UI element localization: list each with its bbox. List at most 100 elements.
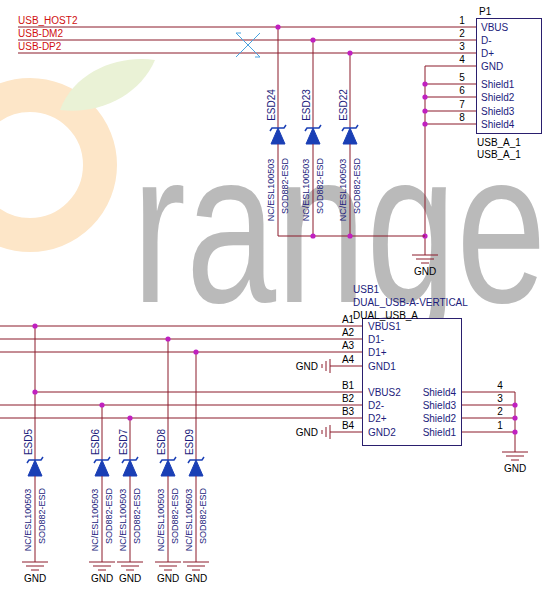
pin-name: VBUS — [481, 22, 508, 33]
junction-dot — [32, 323, 37, 328]
junction-dot — [422, 81, 427, 86]
pin-name: Shield2 — [481, 92, 514, 103]
wire — [462, 432, 515, 433]
ground-symbol — [93, 566, 111, 567]
net-label: GND — [119, 573, 141, 584]
ground-symbol — [192, 570, 200, 571]
wire — [278, 27, 279, 128]
tvs-diode-body — [28, 460, 42, 476]
wire — [102, 476, 103, 562]
wire — [425, 124, 476, 125]
net-label: GND — [185, 573, 207, 584]
pin-name: D- — [481, 35, 492, 46]
no-erc-mark — [236, 33, 260, 57]
wire — [0, 326, 362, 327]
part-value: SOD882-ESD — [37, 488, 47, 544]
ground-symbol — [117, 562, 143, 563]
logo-ring — [0, 95, 100, 235]
junction-dot — [127, 415, 132, 420]
pin-name: D2+ — [368, 413, 387, 424]
pin-name: GND1 — [368, 361, 396, 372]
wire — [168, 339, 169, 460]
designator: ESD24 — [266, 89, 277, 121]
wire — [278, 144, 279, 236]
ground-symbol — [421, 263, 429, 264]
pin-name: GND2 — [368, 427, 396, 438]
pin-number: 8 — [459, 112, 465, 123]
pin-name: USB1 — [353, 284, 379, 295]
ground-symbol — [31, 570, 39, 571]
ground-symbol — [187, 566, 205, 567]
wire — [425, 66, 476, 67]
tvs-diode-body — [271, 128, 285, 144]
ground-symbol — [416, 259, 434, 260]
pin-number: 6 — [459, 85, 465, 96]
ground-symbol — [159, 566, 177, 567]
junction-dot — [32, 389, 37, 394]
pin-number: B3 — [342, 406, 354, 417]
wire — [462, 392, 515, 393]
pin-name: VBUS1 — [368, 321, 401, 332]
part-value: NC/ESL100503 — [338, 159, 348, 222]
ground-symbol — [326, 427, 327, 437]
junction-dot — [99, 402, 104, 407]
wire — [130, 476, 131, 562]
pin-name: USB_A_1 — [477, 137, 521, 148]
pin-number: 3 — [497, 393, 503, 404]
signal-name: USB-DM2 — [18, 28, 63, 39]
pin-number: 1 — [459, 15, 465, 26]
junction-dot — [512, 402, 517, 407]
pin-name: Shield2 — [423, 413, 456, 424]
ground-symbol — [326, 361, 327, 371]
net-label: GND — [414, 266, 436, 277]
tvs-diode-body — [343, 128, 357, 144]
wire — [0, 418, 362, 419]
junction-dot — [310, 37, 315, 42]
pin-number: 4 — [459, 54, 465, 65]
part-value: SOD882-ESD — [170, 488, 180, 544]
part-value: SOD882-ESD — [104, 488, 114, 544]
junction-dot — [422, 121, 427, 126]
no-erc-mark — [236, 33, 260, 57]
ground-symbol — [511, 460, 519, 461]
wire — [0, 352, 362, 353]
wire — [313, 144, 314, 236]
pin-name: DUAL_USB-A-VERTICAL — [353, 297, 468, 308]
part-value: NC/ESL100503 — [90, 489, 100, 552]
pin-name: Shield4 — [423, 387, 456, 398]
pin-number: 1 — [497, 420, 503, 431]
tvs-diode-body — [95, 460, 109, 476]
tvs-diode-body — [189, 460, 203, 476]
part-value: SOD882-ESD — [315, 158, 325, 214]
wire — [130, 418, 131, 460]
pin-number: 3 — [459, 41, 465, 52]
pin-number: 4 — [497, 380, 503, 391]
pin-number: B2 — [342, 393, 354, 404]
pin-name: D2- — [368, 400, 384, 411]
wire — [196, 476, 197, 562]
pin-number: A2 — [342, 327, 354, 338]
pin-number: A4 — [342, 354, 354, 365]
pin-number: 5 — [459, 72, 465, 83]
ground-symbol — [330, 359, 331, 373]
wire — [462, 418, 515, 419]
tvs-diode-body — [161, 460, 175, 476]
wire — [425, 66, 426, 255]
pin-number: B4 — [342, 420, 354, 431]
part-value: SOD882-ESD — [132, 488, 142, 544]
wire — [350, 144, 351, 236]
wire — [350, 53, 351, 128]
wire — [330, 366, 362, 367]
junction-dot — [512, 429, 517, 434]
ground-symbol — [89, 562, 115, 563]
junction-dot — [275, 24, 280, 29]
wire — [18, 53, 476, 54]
net-label: GND — [91, 573, 113, 584]
ground-symbol — [22, 562, 48, 563]
wire — [425, 111, 476, 112]
pin-number: 7 — [459, 99, 465, 110]
wire — [168, 476, 169, 562]
junction-dot — [193, 349, 198, 354]
pin-name: VBUS2 — [368, 387, 401, 398]
pin-name: GND — [481, 61, 503, 72]
